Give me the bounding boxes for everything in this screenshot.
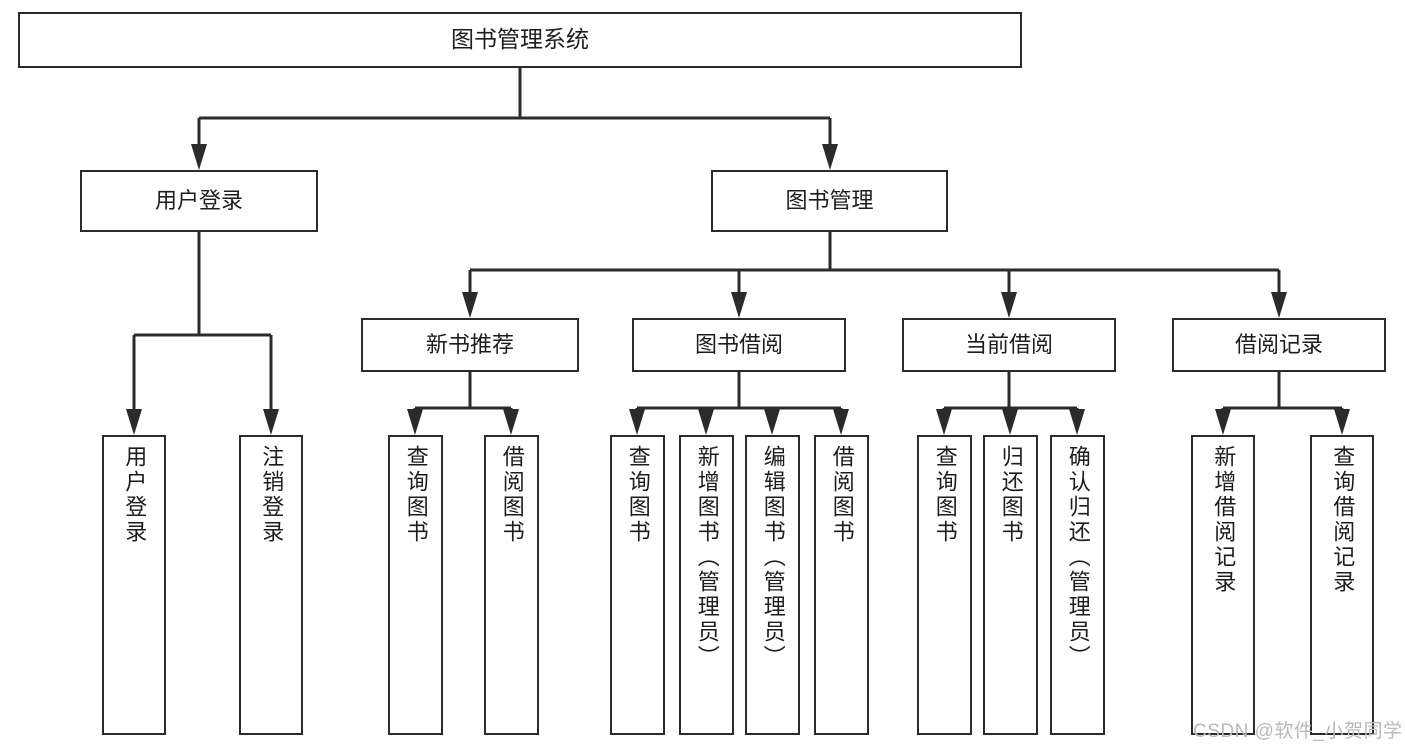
node-leaf-logout[interactable]: 注销登录 — [239, 435, 303, 735]
leaf-label: 用户登录 — [122, 445, 148, 545]
node-leaf-query-book-3[interactable]: 查询图书 — [917, 435, 972, 735]
leaf-label: 新增图书（管理员） — [694, 445, 720, 670]
node-leaf-user-login[interactable]: 用户登录 — [102, 435, 166, 735]
leaf-label: 编辑图书（管理员） — [760, 445, 786, 670]
node-leaf-add-record[interactable]: 新增借阅记录 — [1191, 435, 1255, 735]
node-leaf-borrow-book-1[interactable]: 借阅图书 — [484, 435, 539, 735]
node-borrow-record[interactable]: 借阅记录 — [1172, 318, 1386, 372]
node-leaf-return-book[interactable]: 归还图书 — [983, 435, 1038, 735]
leaf-label: 新增借阅记录 — [1211, 445, 1237, 595]
node-user-login[interactable]: 用户登录 — [80, 170, 318, 232]
node-leaf-borrow-book-2[interactable]: 借阅图书 — [814, 435, 869, 735]
node-new-book-recommend[interactable]: 新书推荐 — [361, 318, 579, 372]
node-book-management[interactable]: 图书管理 — [711, 170, 948, 232]
node-book-borrow[interactable]: 图书借阅 — [632, 318, 846, 372]
leaf-label: 查询借阅记录 — [1330, 445, 1356, 595]
leaf-label: 借阅图书 — [829, 445, 855, 545]
leaf-label: 确认归还（管理员） — [1065, 445, 1091, 670]
leaf-label: 查询图书 — [625, 445, 651, 545]
node-leaf-query-record[interactable]: 查询借阅记录 — [1310, 435, 1374, 735]
node-root[interactable]: 图书管理系统 — [18, 12, 1022, 68]
node-leaf-query-book-2[interactable]: 查询图书 — [610, 435, 665, 735]
leaf-label: 借阅图书 — [499, 445, 525, 545]
node-current-borrow[interactable]: 当前借阅 — [902, 318, 1116, 372]
node-leaf-edit-book[interactable]: 编辑图书（管理员） — [745, 435, 800, 735]
leaf-label: 归还图书 — [998, 445, 1024, 545]
leaf-label: 查询图书 — [932, 445, 958, 545]
node-leaf-query-book-1[interactable]: 查询图书 — [388, 435, 443, 735]
leaf-label: 查询图书 — [403, 445, 429, 545]
leaf-label: 注销登录 — [259, 445, 285, 545]
node-leaf-add-book[interactable]: 新增图书（管理员） — [679, 435, 734, 735]
node-leaf-confirm-return[interactable]: 确认归还（管理员） — [1050, 435, 1105, 735]
csdn-watermark: CSDN @软件_小贺同学 — [1193, 721, 1403, 742]
